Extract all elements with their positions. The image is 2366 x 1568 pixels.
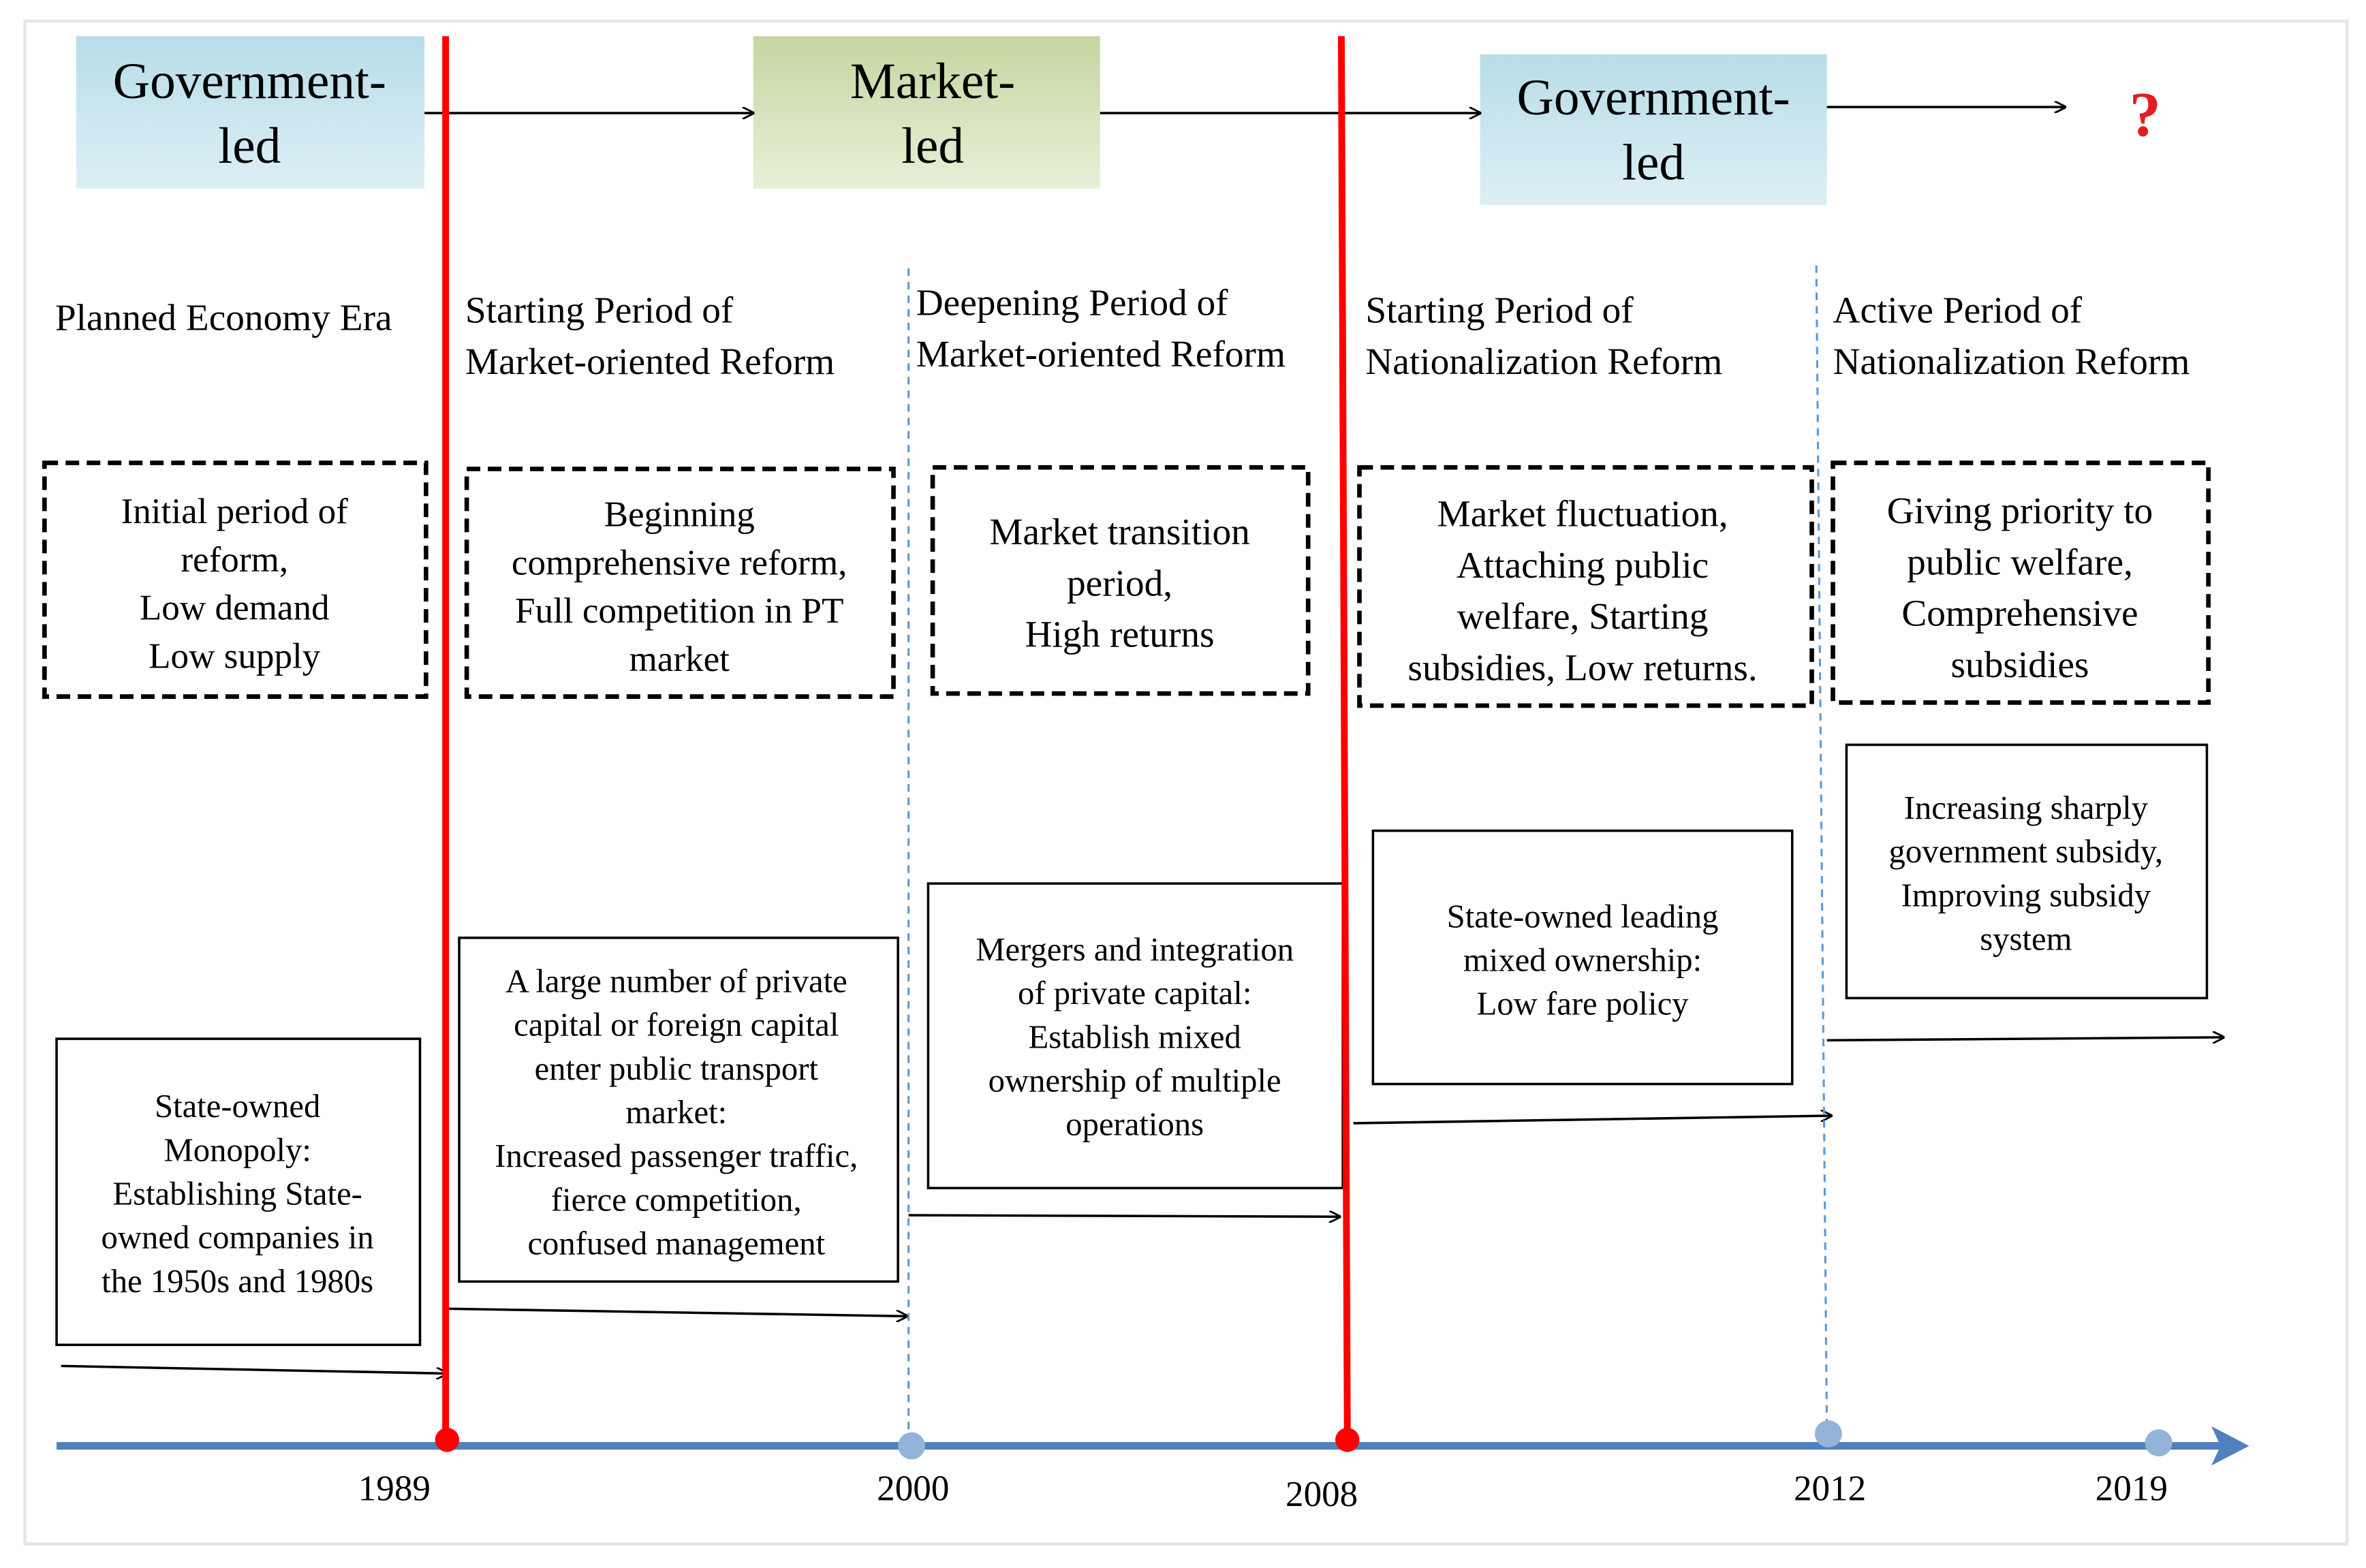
phase-label: Government-led xyxy=(113,53,386,174)
year-marker-2008 xyxy=(1335,1428,1360,1452)
phase-government-led-2: Government-led xyxy=(1480,54,1827,206)
period-title-planned-economy: Planned Economy Era xyxy=(55,297,392,339)
phase-divider-2008 xyxy=(1337,36,1351,1439)
phase-market-led: Market-led xyxy=(753,36,1100,189)
phase-label: Government-led xyxy=(1516,69,1790,191)
progression-arrow xyxy=(443,1307,907,1316)
year-label: 2000 xyxy=(877,1469,949,1508)
progression-arrow xyxy=(1353,1116,1832,1125)
question-mark-icon: ? xyxy=(2129,80,2160,150)
phase-box xyxy=(753,36,1100,189)
progression-arrow xyxy=(1826,1037,2224,1040)
timeline-arrowhead xyxy=(2211,1426,2250,1466)
phase-label: Market-led xyxy=(850,53,1015,174)
year-label: 2012 xyxy=(1794,1469,1866,1508)
phase-box xyxy=(1480,54,1827,206)
year-marker-2000 xyxy=(898,1432,925,1460)
year-label: 2019 xyxy=(2096,1469,2168,1508)
phase-government-led-1: Government-led xyxy=(76,36,425,189)
year-label: 2008 xyxy=(1286,1475,1358,1514)
progression-arrow xyxy=(61,1364,448,1373)
phase-box xyxy=(76,36,425,189)
year-label: 1989 xyxy=(358,1469,431,1508)
period-divider-2012 xyxy=(1815,265,1828,1431)
year-marker-2012 xyxy=(1814,1420,1842,1447)
progression-arrow xyxy=(908,1215,1340,1217)
year-marker-1989 xyxy=(435,1428,460,1452)
year-marker-2019 xyxy=(2145,1429,2173,1457)
